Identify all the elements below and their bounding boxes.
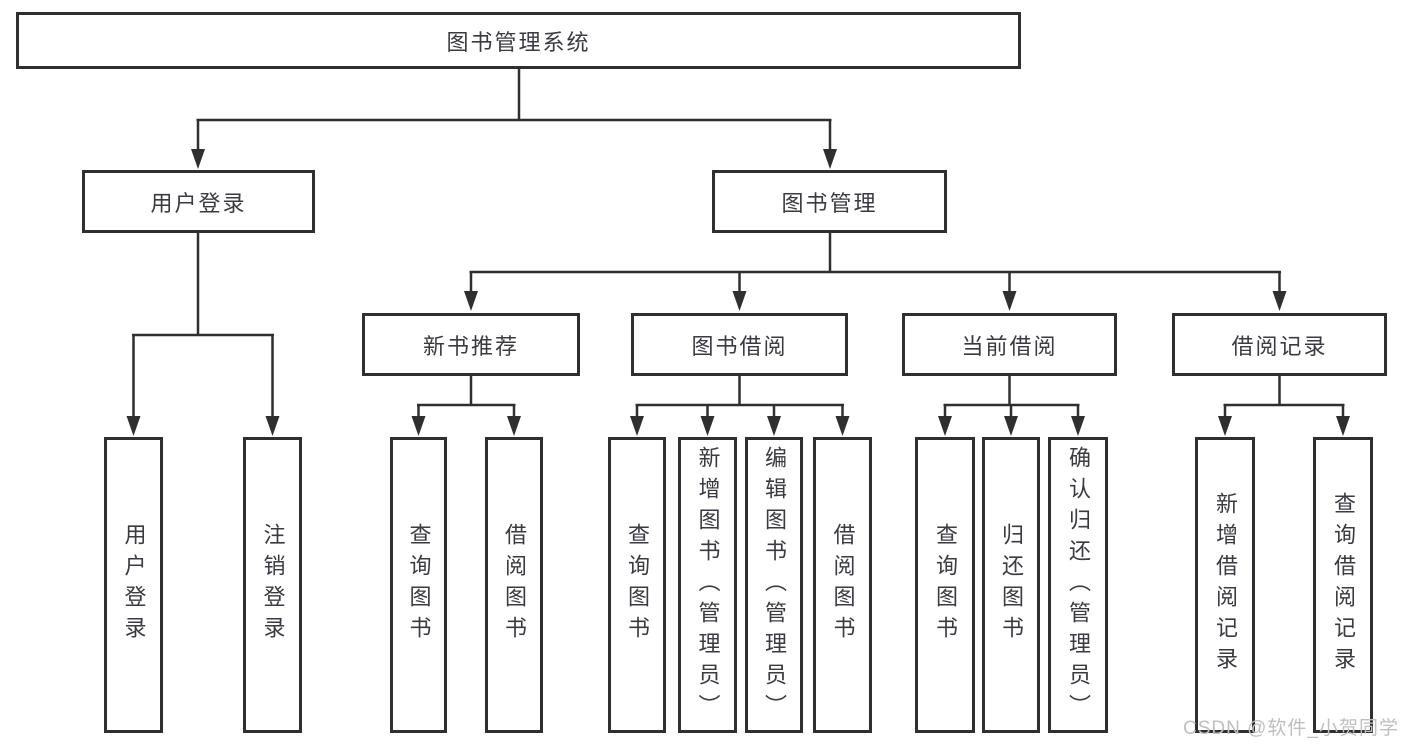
leaf-label: 查询图书 (933, 523, 958, 647)
node-label: 图书管理系统 (446, 29, 591, 55)
leaf-label: 用户登录 (121, 523, 147, 647)
node-book-borrow: 图书借阅 (631, 313, 848, 376)
leaf-label: 编辑图书（管理员） (762, 445, 787, 725)
node-current-borrow: 当前借阅 (902, 313, 1117, 376)
leaf-logout: 注销登录 (243, 437, 302, 733)
csdn-watermark: CSDN @软件_小贺同学 (1183, 718, 1399, 739)
node-borrow-records: 借阅记录 (1172, 313, 1387, 376)
leaf-label: 查询借阅记录 (1331, 492, 1356, 678)
leaf-query-books-borrow: 查询图书 (608, 437, 666, 733)
node-label: 新书推荐 (422, 333, 519, 359)
connector-user-login-to-leaves (126, 233, 280, 436)
leaf-label: 新增图书（管理员） (695, 445, 721, 725)
leaf-query-books-recommend: 查询图书 (390, 437, 447, 733)
leaf-label: 借阅图书 (830, 523, 856, 647)
leaf-edit-books-admin: 编辑图书（管理员） (745, 437, 803, 733)
node-label: 当前借阅 (961, 333, 1058, 359)
connector-root-to-level2 (191, 69, 837, 169)
leaf-label: 借阅图书 (502, 523, 527, 647)
leaf-label: 确认归还（管理员） (1066, 445, 1091, 725)
leaf-label: 查询图书 (406, 523, 432, 647)
leaf-borrow-books-recommend: 借阅图书 (485, 437, 543, 733)
node-label: 借阅记录 (1231, 333, 1328, 359)
leaf-return-books: 归还图书 (982, 437, 1040, 733)
connector-borrow-records-to-leaves (1218, 376, 1350, 436)
node-label: 图书管理 (781, 190, 878, 216)
leaf-confirm-return-admin: 确认归还（管理员） (1048, 437, 1108, 733)
node-label: 用户登录 (150, 190, 247, 216)
leaf-label: 归还图书 (999, 523, 1024, 647)
leaf-label: 注销登录 (260, 523, 286, 647)
leaf-query-borrow-record: 查询借阅记录 (1313, 437, 1373, 733)
leaf-query-books-current: 查询图书 (915, 437, 975, 733)
connector-current-borrow-to-leaves (938, 376, 1085, 436)
connector-new-book-to-leaves (411, 376, 521, 436)
leaf-label: 新增借阅记录 (1213, 492, 1238, 678)
connector-book-management-to-level3 (464, 233, 1287, 311)
node-book-management: 图书管理 (712, 170, 947, 233)
node-user-login: 用户登录 (82, 170, 315, 233)
node-new-book-recommend: 新书推荐 (362, 313, 580, 376)
node-root-library-system: 图书管理系统 (16, 12, 1021, 69)
leaf-borrow-books: 借阅图书 (813, 437, 872, 733)
connector-book-borrow-to-leaves (630, 376, 850, 436)
leaf-label: 查询图书 (625, 523, 650, 647)
leaf-add-borrow-record: 新增借阅记录 (1195, 437, 1255, 733)
node-label: 图书借阅 (691, 333, 788, 359)
leaf-add-books-admin: 新增图书（管理员） (678, 437, 737, 733)
leaf-user-login: 用户登录 (104, 437, 163, 733)
